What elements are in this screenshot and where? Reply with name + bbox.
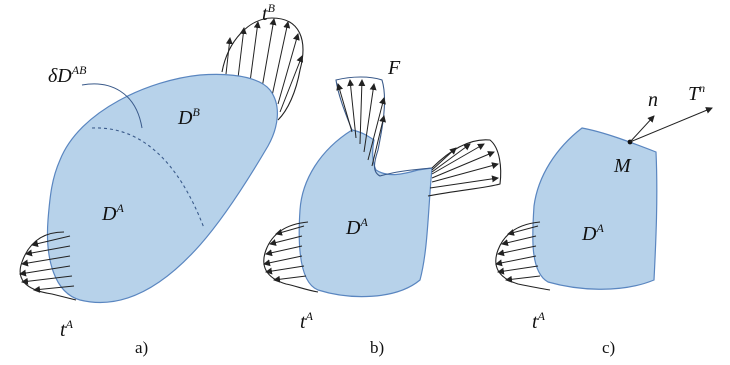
region-a-label-b: DA <box>345 215 368 239</box>
stress-vector <box>629 107 713 143</box>
traction-b-label: tB <box>262 1 276 25</box>
caption-c: c) <box>602 338 615 357</box>
traction-b-envelope <box>221 17 304 121</box>
traction-a-arrows-c <box>495 225 541 283</box>
force-label: F <box>387 57 401 79</box>
right-traction-envelope <box>427 139 502 197</box>
traction-a-label: tA <box>60 317 74 341</box>
right-traction-arrows <box>429 143 499 189</box>
body-shape-a <box>46 73 278 304</box>
body-shape-b <box>298 129 433 298</box>
panel-b: F DA tA b) <box>263 57 502 357</box>
force-envelope <box>335 76 433 177</box>
panel-a: δDAB DB DA tB tA a) <box>19 1 304 357</box>
caption-b: b) <box>370 338 384 357</box>
force-arrows <box>336 79 387 167</box>
point-m-label: M <box>613 155 632 177</box>
boundary-label: δDAB <box>48 63 87 87</box>
normal-label: n <box>648 89 658 111</box>
normal-vector <box>629 115 655 143</box>
traction-a-arrows-b <box>263 225 307 283</box>
stress-label: Tn <box>688 81 705 105</box>
traction-a-arrows <box>19 235 75 293</box>
body-shape-c <box>532 127 658 290</box>
caption-a: a) <box>135 338 148 357</box>
traction-a-label-c: tA <box>532 309 546 333</box>
region-b-label: DB <box>177 105 200 129</box>
boundary-leader <box>81 83 143 129</box>
panel-c: n Tn M DA tA c) <box>495 81 713 357</box>
region-a-label-c: DA <box>581 221 604 245</box>
traction-b-arrows <box>225 18 304 113</box>
region-a-label: DA <box>101 201 124 225</box>
traction-a-label-b: tA <box>300 309 314 333</box>
